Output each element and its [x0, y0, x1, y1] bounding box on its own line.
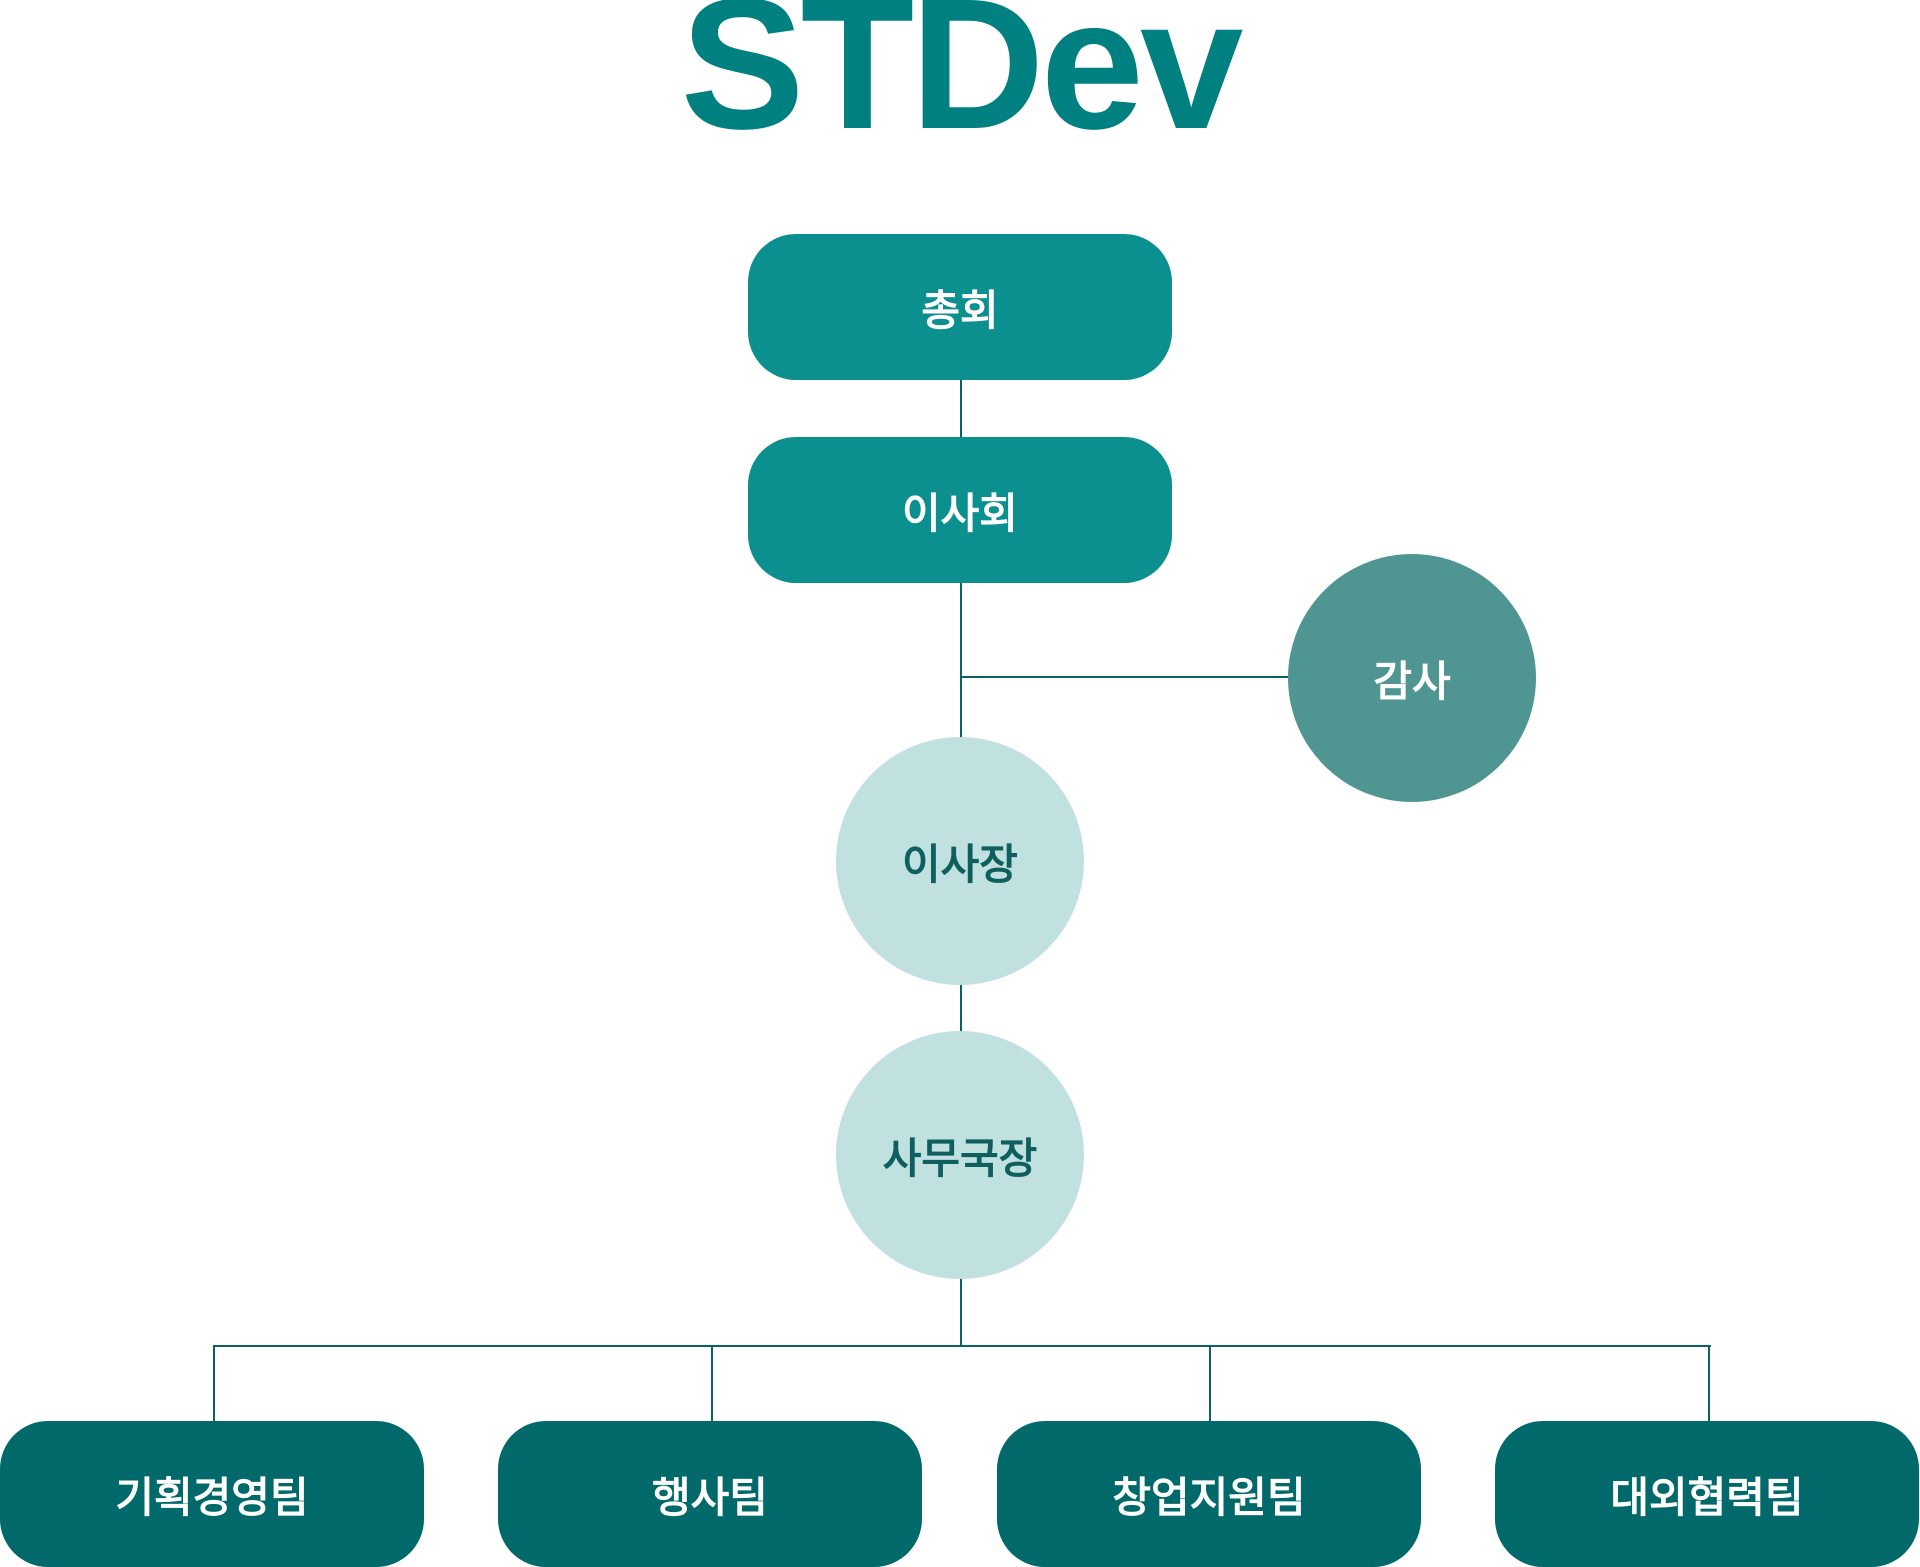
connector-board-chairman: [960, 582, 962, 738]
team-startup-support: 창업지원팀: [997, 1421, 1421, 1567]
node-label: 이사장: [902, 839, 1018, 889]
connector-chairman-secretary: [960, 984, 962, 1032]
node-auditor: 감사: [1288, 554, 1536, 802]
node-board: 이사회: [748, 437, 1172, 583]
node-label: 이사회: [902, 488, 1018, 538]
node-label: 총회: [921, 285, 999, 335]
connector-secretary-teams: [960, 1278, 962, 1346]
connector-team-3: [1209, 1345, 1211, 1421]
node-chairman: 이사장: [836, 737, 1084, 985]
connector-team-bus: [213, 1345, 1711, 1347]
team-label: 기획경영팀: [115, 1472, 309, 1522]
connector-team-2: [711, 1345, 713, 1421]
node-secretary-general: 사무국장: [836, 1031, 1084, 1279]
stdev-logo: STDev: [680, 0, 1244, 168]
team-external-relations: 대외협력팀: [1495, 1421, 1919, 1567]
node-general-assembly: 총회: [748, 234, 1172, 380]
node-label: 사무국장: [882, 1133, 1038, 1183]
team-label: 행사팀: [652, 1472, 768, 1522]
team-label: 대외협력팀: [1610, 1472, 1804, 1522]
connector-team-4: [1708, 1345, 1710, 1421]
connector-team-1: [213, 1345, 215, 1421]
connector-assembly-board: [960, 380, 962, 437]
team-label: 창업지원팀: [1112, 1472, 1306, 1522]
connector-auditor: [960, 676, 1290, 678]
team-events: 행사팀: [498, 1421, 922, 1567]
team-planning: 기획경영팀: [0, 1421, 424, 1567]
node-label: 감사: [1373, 656, 1451, 706]
